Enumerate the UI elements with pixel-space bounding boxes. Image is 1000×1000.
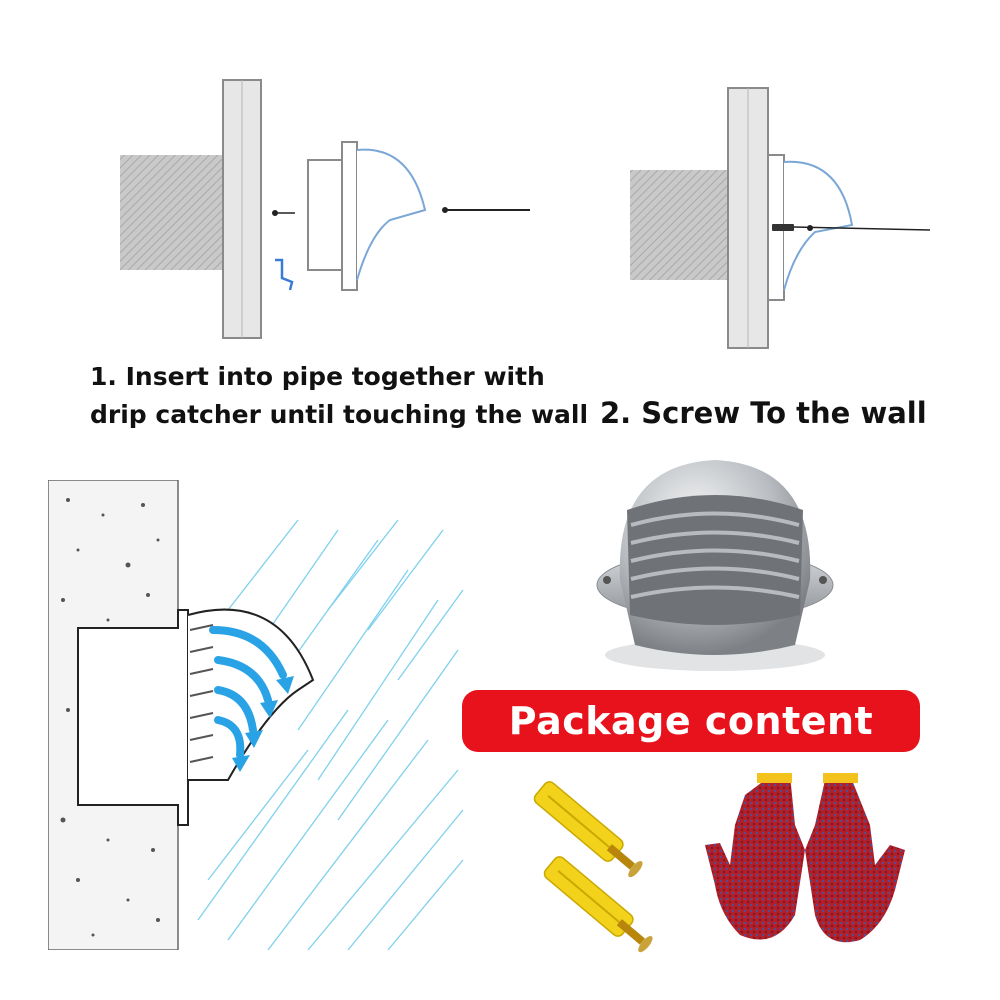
- step2-wall-panel: [727, 87, 769, 349]
- step1-caption-line2: drip catcher until touching the wall: [90, 400, 589, 429]
- step2-diagram: [630, 87, 931, 349]
- left-glove: [705, 773, 805, 940]
- package-content-label: Package content: [508, 699, 874, 743]
- rain-airflow-illustration: [48, 480, 464, 950]
- step1-wall-panel: [222, 79, 262, 339]
- vent-product-photo: [596, 460, 834, 671]
- step2-caption: 2. Screw To the wall: [600, 396, 927, 430]
- step1-insert-arrow: [272, 207, 530, 216]
- step1-wall-block: [120, 155, 230, 270]
- step2-wall-block: [630, 170, 730, 280]
- vent-cross-section: [77, 608, 315, 826]
- package-content-banner: Package content: [462, 690, 920, 752]
- screw-icon: [772, 224, 931, 231]
- right-glove: [805, 773, 905, 943]
- step1-diagram: [120, 79, 530, 339]
- wall-anchor-screw-icon: [533, 781, 653, 953]
- drip-catcher-icon: [275, 258, 294, 291]
- step1-caption-line1: 1. Insert into pipe together with: [90, 362, 545, 391]
- step1-vent-cover: [307, 141, 427, 291]
- work-gloves-icon: [705, 773, 905, 943]
- airflow-arrows: [209, 626, 287, 759]
